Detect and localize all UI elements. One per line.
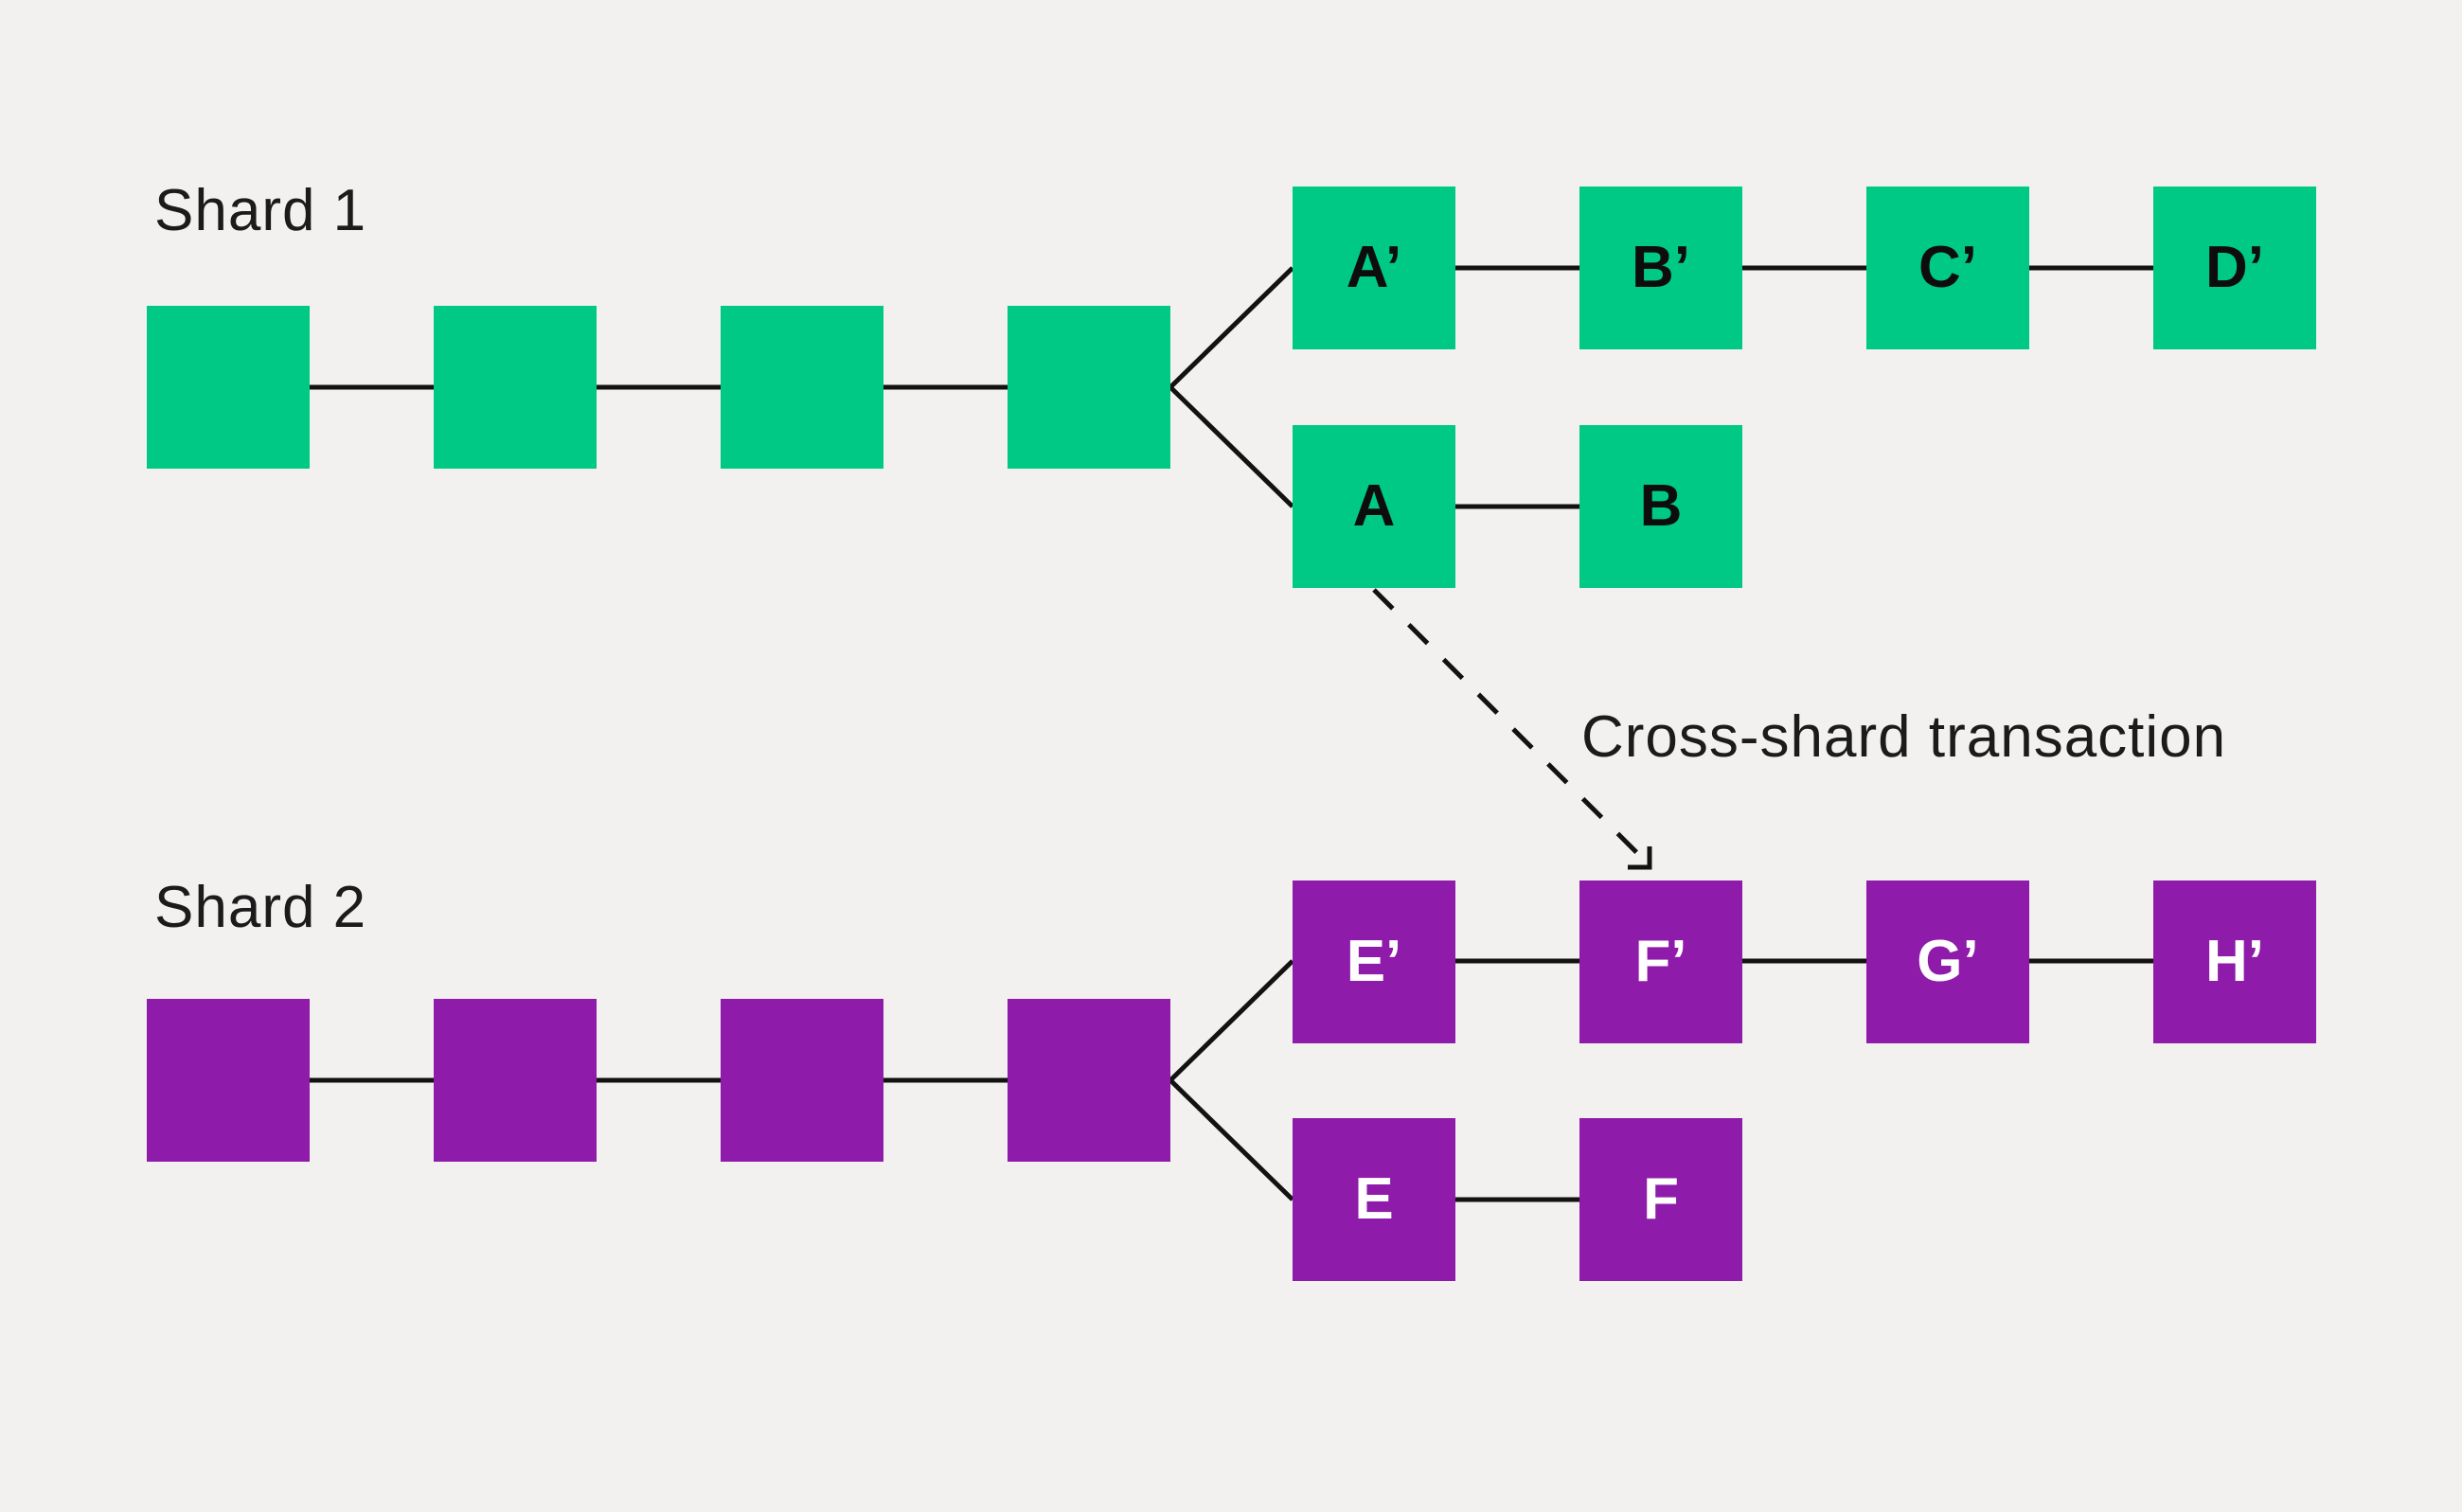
shard2-heading: Shard 2 (154, 875, 367, 940)
shard2-fork-lower-line (1169, 1078, 1294, 1201)
block-label: G’ (1917, 929, 1979, 994)
block-label: H’ (2205, 929, 2264, 994)
shard1-block-d-prime: D’ (2153, 187, 2316, 349)
cross-shard-arrow-line (1372, 588, 1646, 862)
block-label: E’ (1346, 929, 1402, 994)
shard1-block-c-prime: C’ (1866, 187, 2029, 349)
shard2-block-g-prime: G’ (1866, 881, 2029, 1043)
block-label: B’ (1632, 235, 1690, 300)
block-label: F’ (1634, 929, 1687, 994)
shard2-fork-upper-line (1169, 959, 1294, 1082)
cross-shard-annotation: Cross-shard transaction (1581, 704, 2227, 770)
shard1-main-block-3 (721, 306, 883, 469)
shard2-main-block-3 (721, 999, 883, 1162)
block-label: E (1354, 1166, 1394, 1232)
shard2-main-block-4 (1008, 999, 1170, 1162)
block-label: D’ (2205, 235, 2264, 300)
shard1-fork-lower-line (1169, 385, 1294, 508)
shard2-block-f-prime: F’ (1579, 881, 1742, 1043)
shard2-main-block-1 (147, 999, 310, 1162)
block-label: F (1643, 1166, 1679, 1232)
block-label: A (1352, 473, 1396, 539)
cross-shard-arrow-head (1628, 846, 1652, 870)
shard1-main-block-4 (1008, 306, 1170, 469)
shard1-block-a: A (1293, 425, 1455, 588)
block-label: A’ (1346, 235, 1402, 300)
shard2-main-block-2 (434, 999, 597, 1162)
shard2-block-f: F (1579, 1118, 1742, 1281)
shard1-main-block-1 (147, 306, 310, 469)
shard2-block-e: E (1293, 1118, 1455, 1281)
shard1-block-b-prime: B’ (1579, 187, 1742, 349)
shard2-block-h-prime: H’ (2153, 881, 2316, 1043)
shard1-main-block-2 (434, 306, 597, 469)
block-label: B (1639, 473, 1683, 539)
shard1-block-a-prime: A’ (1293, 187, 1455, 349)
shard1-heading: Shard 1 (154, 178, 367, 243)
shard2-block-e-prime: E’ (1293, 881, 1455, 1043)
block-label: C’ (1918, 235, 1977, 300)
shard1-block-b: B (1579, 425, 1742, 588)
shard1-fork-upper-line (1169, 266, 1294, 389)
